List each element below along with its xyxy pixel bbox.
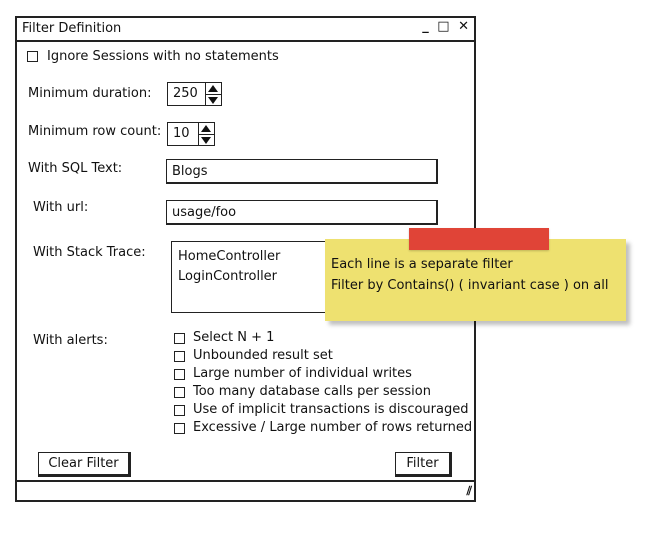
alert-checkbox-excessive-rows[interactable] (174, 423, 185, 434)
filter-button[interactable]: Filter (395, 452, 452, 477)
min-duration-label: Minimum duration: (28, 86, 152, 101)
min-row-count-label: Minimum row count: (28, 124, 162, 139)
url-label: With url: (33, 200, 89, 215)
alert-option-label: Unbounded result set (193, 348, 333, 363)
stack-trace-line: HomeController (178, 249, 281, 264)
alert-option-label: Select N + 1 (193, 330, 275, 345)
alert-checkbox-implicit-tx[interactable] (174, 405, 185, 416)
minimize-icon[interactable]: _ (422, 19, 430, 34)
stepper-up-icon[interactable] (199, 123, 214, 135)
alert-checkbox-writes[interactable] (174, 369, 185, 380)
note-line: Filter by Contains() ( invariant case ) … (331, 278, 609, 293)
status-bar: ⫽ (17, 480, 474, 500)
alert-option-label: Large number of individual writes (193, 366, 412, 381)
maximize-icon[interactable]: □ (437, 19, 451, 34)
url-input[interactable]: usage/foo (166, 200, 438, 225)
title-bar[interactable]: Filter Definition _ □ ✕ (17, 18, 474, 42)
min-duration-value[interactable]: 250 (173, 86, 198, 101)
min-row-count-value[interactable]: 10 (173, 126, 190, 141)
alert-option-label: Too many database calls per session (193, 384, 431, 399)
stack-trace-line: LoginController (178, 269, 278, 284)
ignore-sessions-checkbox[interactable] (27, 51, 38, 62)
resize-grip-icon[interactable]: ⫽ (466, 484, 472, 498)
sticky-note: Each line is a separate filter Filter by… (325, 239, 626, 321)
window-title: Filter Definition (22, 21, 122, 36)
stepper-up-icon[interactable] (206, 83, 221, 95)
note-line: Each line is a separate filter (331, 257, 513, 272)
sql-text-label: With SQL Text: (28, 161, 123, 176)
close-icon[interactable]: ✕ (458, 19, 470, 34)
clear-filter-button[interactable]: Clear Filter (38, 452, 131, 477)
alert-option-label: Excessive / Large number of rows returne… (193, 420, 473, 435)
alert-checkbox-select-n1[interactable] (174, 333, 185, 344)
min-duration-stepper[interactable]: 250 (167, 82, 222, 106)
stepper-down-icon[interactable] (206, 95, 221, 106)
note-tape (409, 228, 549, 250)
alerts-label: With alerts: (33, 333, 108, 348)
alert-option-label: Use of implicit transactions is discoura… (193, 402, 469, 417)
stepper-down-icon[interactable] (199, 135, 214, 146)
alert-checkbox-unbounded[interactable] (174, 351, 185, 362)
min-row-count-stepper[interactable]: 10 (167, 122, 215, 146)
ignore-sessions-label: Ignore Sessions with no statements (47, 49, 279, 64)
stack-trace-label: With Stack Trace: (33, 245, 146, 260)
sql-text-input[interactable]: Blogs (166, 159, 438, 184)
window-controls: _ □ ✕ (420, 19, 470, 34)
alert-checkbox-db-calls[interactable] (174, 387, 185, 398)
